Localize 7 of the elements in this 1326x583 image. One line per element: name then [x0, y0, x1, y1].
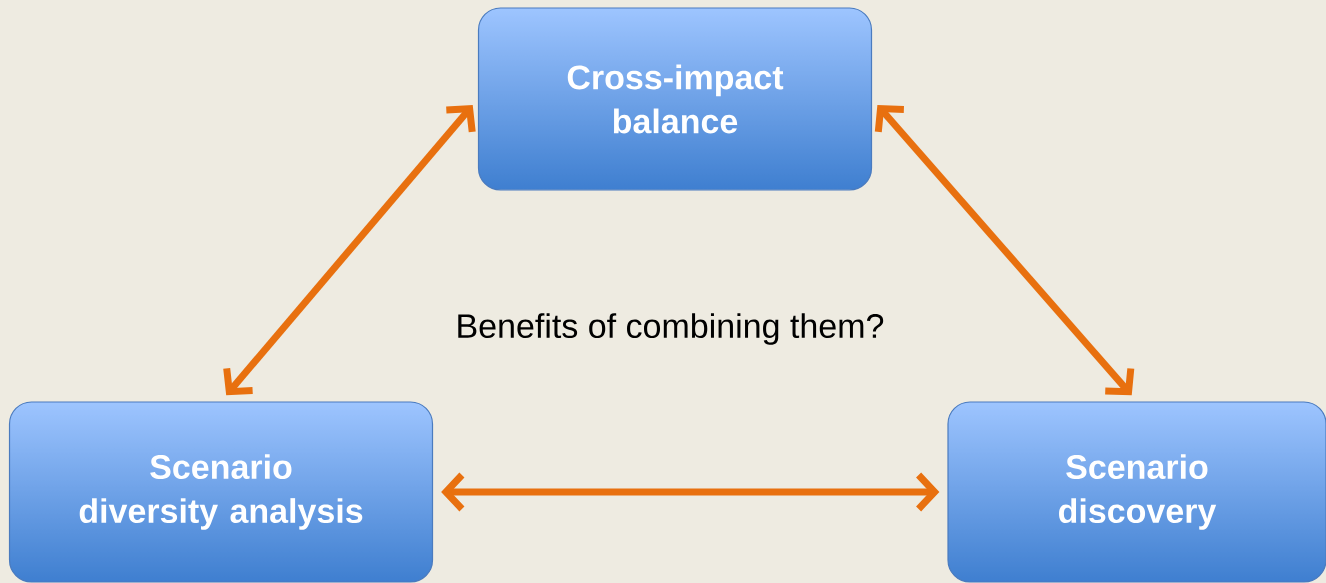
process-box: Scenario diversity analysis — [8, 401, 434, 583]
process-box: Scenario discovery — [947, 401, 1326, 583]
process-box: Cross-impact balance — [477, 7, 873, 191]
center-text: Benefits of combining them? — [458, 313, 884, 345]
double-arrow — [874, 105, 1135, 396]
double-arrow — [223, 105, 476, 396]
double-arrow — [441, 472, 940, 512]
